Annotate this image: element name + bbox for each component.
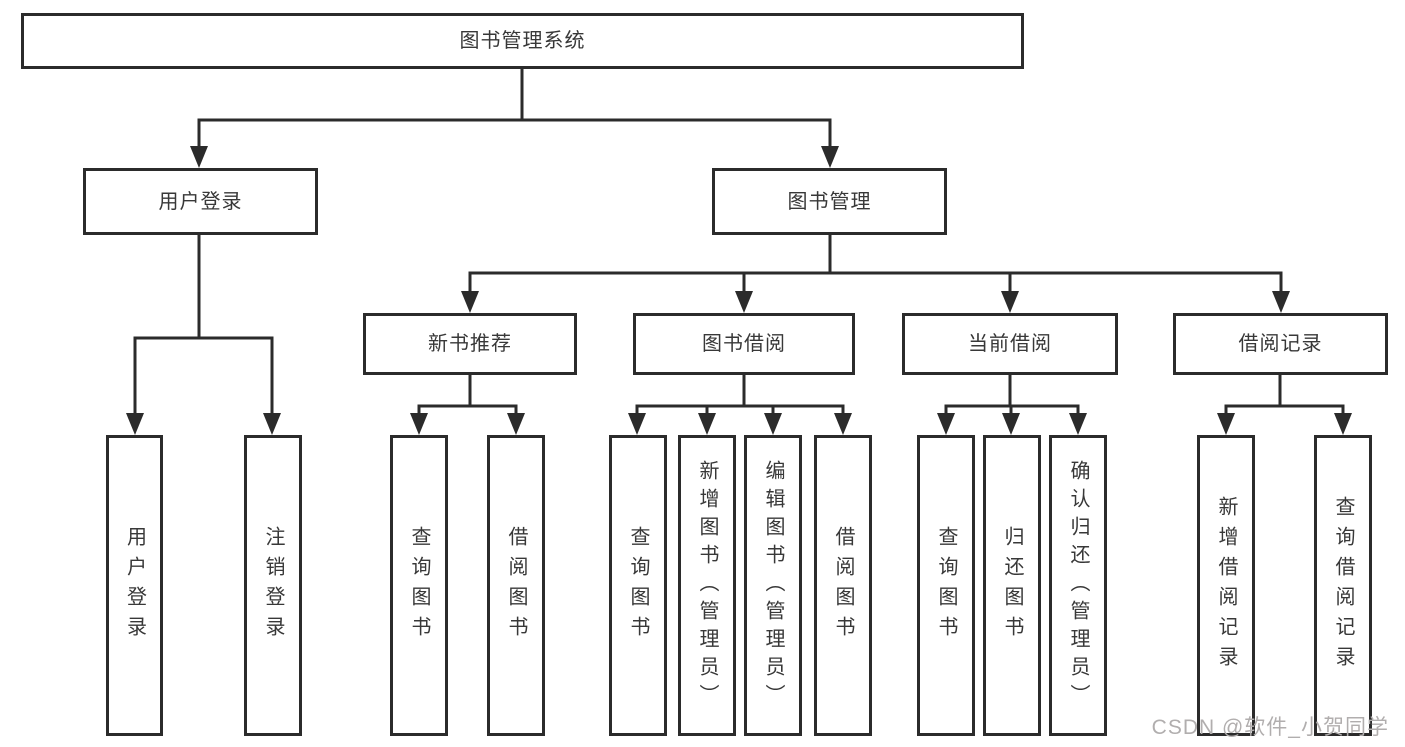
- node-borrow-books-borrowing: 借阅图书: [814, 435, 872, 736]
- node-add-borrow-record: 新增借阅记录: [1197, 435, 1255, 736]
- connector-new-book-recommend-children: [410, 373, 525, 435]
- node-root: 图书管理系统: [21, 13, 1024, 69]
- node-borrowing-records: 借阅记录: [1173, 313, 1388, 375]
- connector-root-to-level2: [190, 67, 839, 168]
- node-add-books-admin: 新增图书（管理员）: [678, 435, 736, 736]
- connector-current-borrowing-children: [937, 373, 1087, 435]
- node-book-borrowing: 图书借阅: [633, 313, 855, 375]
- node-query-books-recommend: 查询图书: [390, 435, 448, 736]
- connector-book-borrowing-children: [628, 373, 852, 435]
- node-query-books-borrowing: 查询图书: [609, 435, 667, 736]
- node-book-management: 图书管理: [712, 168, 947, 235]
- node-logout: 注销登录: [244, 435, 302, 736]
- connector-user-login-children: [126, 233, 281, 435]
- node-current-borrowing: 当前借阅: [902, 313, 1118, 375]
- node-return-books: 归还图书: [983, 435, 1041, 736]
- node-query-books-current: 查询图书: [917, 435, 975, 736]
- node-new-book-recommend: 新书推荐: [363, 313, 577, 375]
- node-user-login: 用户登录: [83, 168, 318, 235]
- node-edit-books-admin: 编辑图书（管理员）: [744, 435, 802, 736]
- node-login: 用户登录: [106, 435, 163, 736]
- node-query-borrow-record: 查询借阅记录: [1314, 435, 1372, 736]
- connector-book-management-children: [461, 233, 1290, 313]
- node-confirm-return-admin: 确认归还（管理员）: [1049, 435, 1107, 736]
- connector-borrowing-records-children: [1217, 373, 1352, 435]
- watermark-text: CSDN @软件_小贺同学: [1151, 716, 1389, 739]
- node-borrow-books-recommend: 借阅图书: [487, 435, 545, 736]
